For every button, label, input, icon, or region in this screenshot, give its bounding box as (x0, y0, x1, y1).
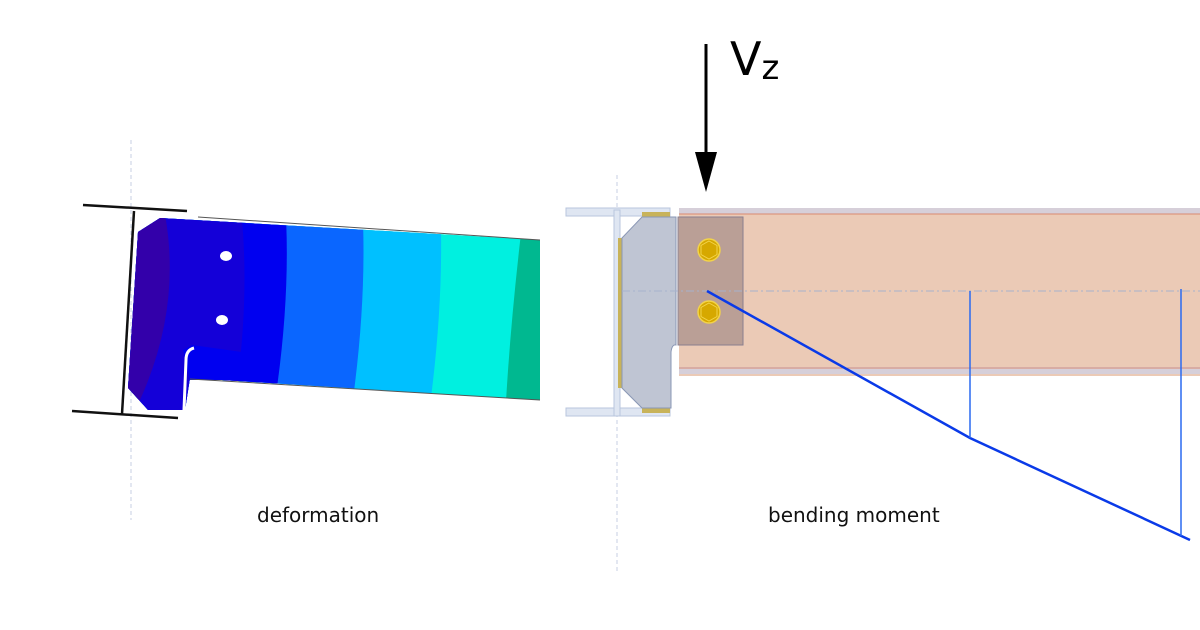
end-plate (621, 216, 677, 409)
column-flange-bottom (71, 409, 179, 420)
force-subscript: z (761, 48, 780, 88)
weld-bottom (642, 408, 670, 413)
beam (679, 208, 1200, 376)
force-symbol: V (730, 32, 762, 86)
weld-top (642, 212, 670, 217)
bolt-hole (220, 251, 232, 261)
column-flange-top (82, 203, 188, 213)
beam-bottom-edge (189, 378, 541, 401)
fin-plate (677, 216, 744, 346)
beam-flange-top (679, 208, 1200, 214)
deformation-panel (71, 140, 541, 520)
bending-moment-caption: bending moment (768, 503, 940, 527)
beam-top-edge (197, 216, 541, 241)
beam-flange-bottom (679, 367, 1200, 374)
bolt-hole (216, 315, 228, 325)
force-label: Vz (730, 36, 779, 85)
column-web (120, 210, 136, 415)
force-arrow-head-icon (695, 152, 717, 192)
notch-edge (182, 346, 195, 411)
bending-moment-panel (565, 44, 1200, 572)
bolt-head-icon (700, 240, 718, 260)
bolt-head-icon (700, 302, 718, 322)
weld-web (618, 238, 622, 388)
notch-region (183, 345, 270, 380)
deformation-caption: deformation (257, 503, 380, 527)
